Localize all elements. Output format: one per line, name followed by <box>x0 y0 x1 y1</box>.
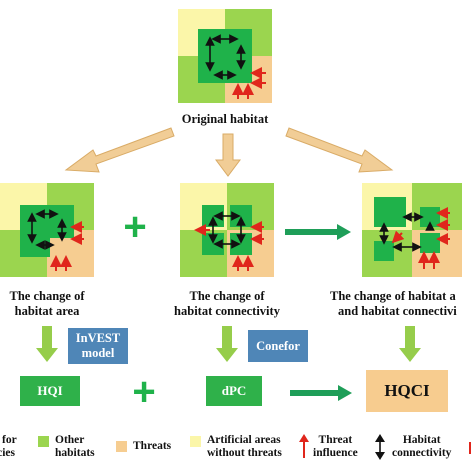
combined-change-label-line1: The change of habitat a <box>330 289 456 303</box>
combined-change-label-line2: and habitat connectivi <box>338 304 457 318</box>
area-change-label: The change of habitat area <box>0 289 94 319</box>
dpc-box: dPC <box>206 376 262 406</box>
legend-other-swatch <box>38 436 49 447</box>
legend-species-line2: ecies <box>0 447 15 459</box>
legend-species: for ecies <box>0 434 17 460</box>
invest-model-line2: model <box>81 346 115 360</box>
plus-sign-top: + <box>123 205 147 249</box>
legend-artificial-line2: without threats <box>207 447 282 459</box>
green-down-arrows <box>36 326 421 362</box>
connectivity-change-label-line2: habitat connectivity <box>174 304 280 318</box>
legend-artificial-swatch <box>190 436 201 447</box>
legend-artificial: Artificial areas without threats <box>207 434 282 460</box>
legend-threat-influence-line2: influence <box>313 447 358 459</box>
invest-model-box: InVEST model <box>68 328 128 364</box>
hqi-box: HQI <box>20 376 80 406</box>
legend-threat-influence: Threat influence <box>313 434 358 460</box>
legend-habitat-connectivity-line1: Habitat <box>402 434 441 446</box>
legend-other-line1: Other <box>55 434 85 446</box>
original-habitat-label: Original habitat <box>181 112 269 126</box>
plus-sign-bottom: + <box>132 370 156 414</box>
legend-other: Other habitats <box>55 434 95 460</box>
connectivity-change-label: The change of habitat connectivity <box>167 289 287 319</box>
invest-model-line1: InVEST <box>75 331 121 345</box>
legend-habitat-connectivity: Habitat connectivity <box>392 434 451 460</box>
legend-threats: Threats <box>133 440 172 452</box>
arrow-to-combined <box>285 224 351 240</box>
connectivity-change-tile <box>180 183 274 277</box>
area-change-label-line2: habitat area <box>14 304 80 318</box>
legend-artificial-line1: Artificial areas <box>207 434 281 446</box>
legend-habitat-connectivity-line2: connectivity <box>392 447 452 459</box>
legend-threats-swatch <box>116 441 127 452</box>
connectivity-change-label-line1: The change of <box>189 289 265 303</box>
combined-change-label: The change of habitat a and habitat conn… <box>322 289 474 319</box>
legend-cutoff-mark <box>469 442 471 454</box>
area-change-tile <box>0 183 94 277</box>
habitat-connectivity-icon <box>375 434 385 460</box>
arrow-to-hqci <box>290 385 352 401</box>
original-habitat-tile <box>178 9 272 103</box>
area-change-label-line1: The change of <box>9 289 85 303</box>
legend-species-line1: for <box>2 434 17 446</box>
legend-threat-influence-line1: Threat <box>318 434 353 446</box>
conefor-box: Conefor <box>248 330 308 362</box>
threat-influence-icon <box>299 434 309 458</box>
legend-other-line2: habitats <box>55 447 95 459</box>
tan-arrows <box>64 127 394 177</box>
combined-change-tile <box>362 183 462 277</box>
hqci-box: HQCI <box>366 370 448 412</box>
